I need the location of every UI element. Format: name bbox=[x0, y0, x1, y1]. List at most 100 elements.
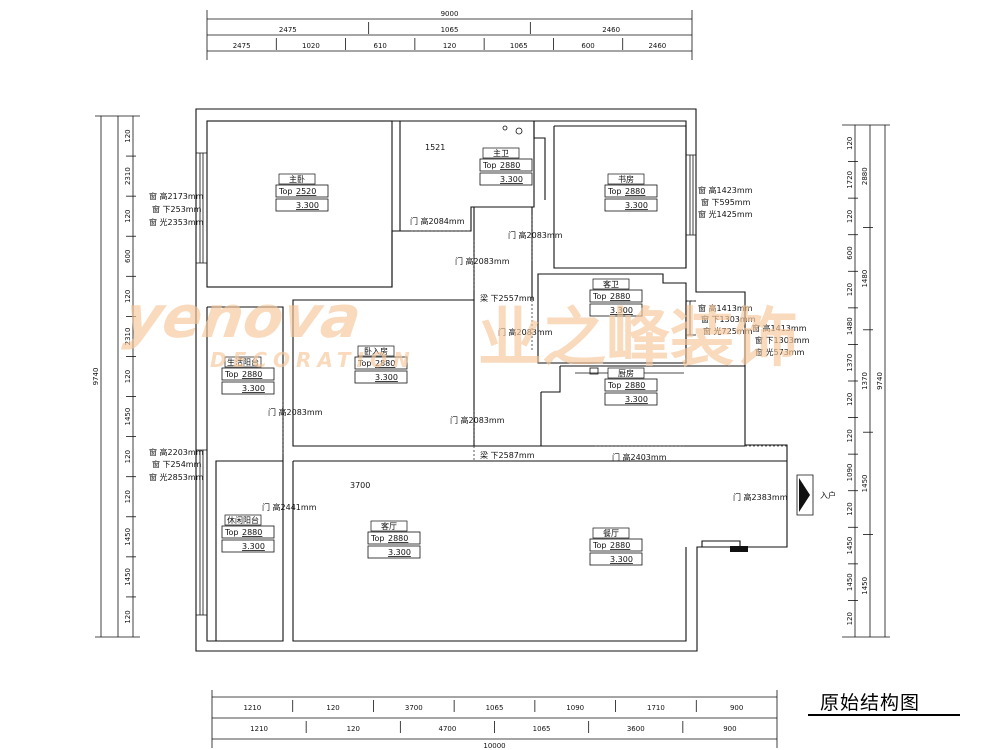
dimension-label-top2: 2475 bbox=[279, 26, 297, 34]
room-name-box bbox=[278, 173, 316, 185]
floor-level-label: Top bbox=[224, 528, 239, 537]
dimension-label-right2: 1450 bbox=[861, 474, 869, 492]
dimension-label-bottom1: 1710 bbox=[647, 704, 665, 712]
dimension-label-right3: 1370 bbox=[846, 354, 854, 372]
room-name-box bbox=[607, 173, 645, 185]
annotation-note: 门 高2083mm bbox=[450, 415, 505, 425]
dimension-label-top2: 1065 bbox=[441, 26, 459, 34]
annotation-note: 窗 高1413mm bbox=[698, 303, 753, 313]
ceiling-level-value: 3.300 bbox=[296, 201, 319, 210]
room-name: 生活阳台 bbox=[227, 357, 259, 367]
floor-level-value: 2880 bbox=[375, 359, 395, 368]
windows bbox=[196, 152, 696, 616]
annotation-note: 窗 高2203mm bbox=[149, 447, 204, 457]
floor-level-box bbox=[604, 184, 658, 198]
annotation-note: 窗 高2173mm bbox=[149, 191, 204, 201]
dimension-label-bottom2: 900 bbox=[723, 725, 736, 733]
ceiling-level-value: 3.300 bbox=[388, 548, 411, 557]
annotation-note: 窗 下1303mm bbox=[755, 335, 810, 345]
dimension-label-bottom1: 1210 bbox=[243, 704, 261, 712]
floor-level-box bbox=[479, 158, 533, 172]
room-name: 餐厅 bbox=[603, 529, 619, 538]
ceiling-level-value: 3.300 bbox=[625, 395, 648, 404]
floor-level-label: Top bbox=[278, 187, 293, 196]
floor-level-label: Top bbox=[592, 541, 607, 550]
dimension-label-bottom1: 1065 bbox=[486, 704, 504, 712]
dimension-label-right3: 1480 bbox=[846, 317, 854, 335]
room-name: 卧入房 bbox=[364, 346, 388, 356]
dimension-label-right3: 1450 bbox=[846, 537, 854, 555]
floor-level-value: 2520 bbox=[296, 187, 316, 196]
dimension-label-left2: 120 bbox=[124, 490, 132, 503]
ceiling-level-box bbox=[604, 198, 658, 212]
floor-level-label: Top bbox=[607, 381, 622, 390]
watermark: yenova DECORATION 业之峰装饰 bbox=[121, 283, 798, 376]
entrance-door bbox=[502, 125, 814, 552]
annotation-note: 门 高2083mm bbox=[498, 327, 553, 337]
annotation-note: 门 高2083mm bbox=[455, 256, 510, 266]
dimension-label-right2: 2880 bbox=[861, 167, 869, 185]
dimension-label-right3: 120 bbox=[846, 502, 854, 515]
dimension-label-right3: 120 bbox=[846, 429, 854, 442]
page-title: 原始结构图 bbox=[820, 692, 921, 714]
annotation-note: 窗 高1423mm bbox=[698, 185, 753, 195]
annotation-note: 门 高2083mm bbox=[508, 230, 563, 240]
watermark-brand: yenova bbox=[121, 283, 366, 351]
dimension-label-right2: 1450 bbox=[861, 577, 869, 595]
room-name-box bbox=[607, 367, 645, 379]
annotation-note: 1521 bbox=[425, 143, 445, 152]
room-name-box bbox=[370, 520, 408, 532]
room-name: 客卫 bbox=[603, 279, 619, 289]
dimension-label-bottom2: 1210 bbox=[250, 725, 268, 733]
dimension-label-right3: 1450 bbox=[846, 573, 854, 591]
ceiling-level-box bbox=[367, 545, 421, 559]
dimension-label-right3: 1720 bbox=[846, 171, 854, 189]
ceiling-level-box bbox=[589, 552, 643, 566]
dimension-label-left2: 2310 bbox=[124, 167, 132, 185]
dimension-label-top2: 2460 bbox=[602, 26, 620, 34]
ceiling-level-value: 3.300 bbox=[375, 373, 398, 382]
floor-level-label: Top bbox=[607, 187, 622, 196]
floor-level-label: Top bbox=[224, 370, 239, 379]
room-name: 主卫 bbox=[493, 148, 509, 158]
dimension-label-left2: 120 bbox=[124, 210, 132, 223]
annotation-note: 窗 光2353mm bbox=[149, 217, 204, 227]
dimension-label-right2: 1480 bbox=[861, 270, 869, 288]
room-name: 客厅 bbox=[381, 521, 397, 531]
ceiling-level-value: 3.300 bbox=[500, 175, 523, 184]
room-name: 书房 bbox=[618, 174, 634, 184]
dimension-label-bottom2: 1065 bbox=[533, 725, 551, 733]
dimension-label-bottom2: 3600 bbox=[627, 725, 645, 733]
floor-level-box bbox=[589, 289, 643, 303]
floor-level-label: Top bbox=[357, 359, 372, 368]
watermark-subtitle: DECORATION bbox=[210, 348, 416, 372]
dimension-label-bottom3: 10000 bbox=[483, 742, 505, 750]
room-name: 主卧 bbox=[289, 174, 305, 184]
dimension-label-top3: 1020 bbox=[302, 42, 320, 50]
dimension-label-left2: 120 bbox=[124, 129, 132, 142]
floor-level-value: 2880 bbox=[500, 161, 520, 170]
annotation-note: 窗 下1303mm bbox=[701, 314, 756, 324]
ceiling-level-value: 3.300 bbox=[610, 306, 633, 315]
annotation-note: 门 高2383mm bbox=[733, 492, 788, 502]
ceiling-level-box bbox=[221, 381, 275, 395]
dimension-label-left2: 1450 bbox=[124, 528, 132, 546]
ceiling-level-value: 3.300 bbox=[625, 201, 648, 210]
dimension-label-left2: 1450 bbox=[124, 568, 132, 586]
annotation-note: 梁 下2557mm bbox=[480, 294, 535, 303]
dimension-label-left2: 120 bbox=[124, 450, 132, 463]
dimension-label-left2: 120 bbox=[124, 290, 132, 303]
dimension-label-right3: 120 bbox=[846, 393, 854, 406]
dimension-label-top3: 1065 bbox=[510, 42, 528, 50]
annotation-note: 门 高2084mm bbox=[410, 216, 465, 226]
room-name-box bbox=[357, 345, 395, 357]
dimension-label-bottom2: 4700 bbox=[439, 725, 457, 733]
